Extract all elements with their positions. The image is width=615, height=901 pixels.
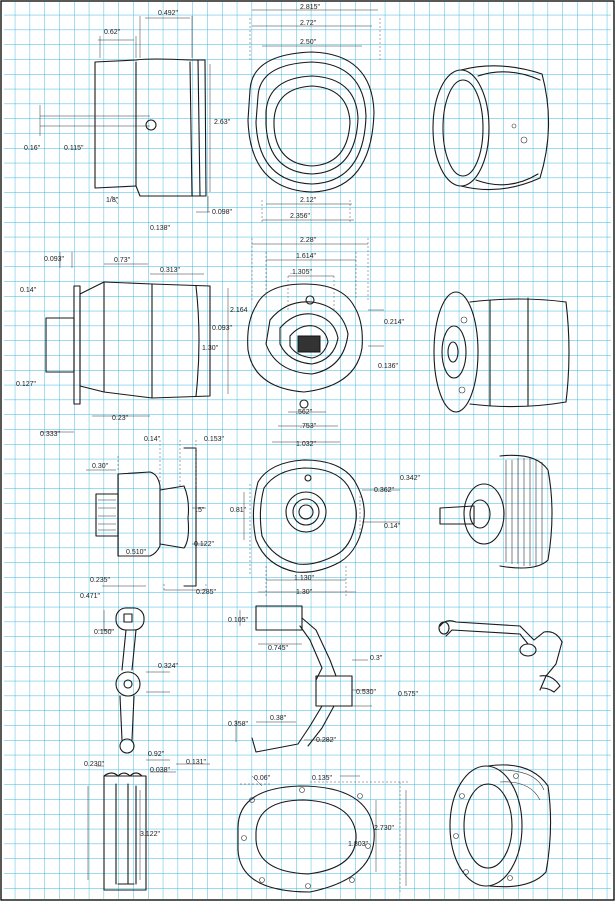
gear-dim-0: 0.14" (144, 436, 161, 443)
motor-dim-4: 1.30" (202, 345, 219, 352)
gear-perspective-view (439, 454, 553, 569)
motor-dim-14: 0.136" (378, 363, 399, 370)
motor-dim-8: 0.333" (40, 431, 61, 438)
gear-dim-9: 0.14" (384, 523, 401, 530)
gear-dim-1: 0.153" (204, 436, 225, 443)
cover-dim-2: 0.038" (150, 767, 171, 774)
crank-dim-6: 0.3" (370, 655, 383, 662)
crank-dim-10: 0.38" (270, 715, 287, 722)
housing-dim-2: 2.815" (300, 4, 321, 11)
cover-front-view (237, 775, 410, 893)
crank-dim-3: 0.324" (158, 663, 179, 670)
motor-dim-5: 0.093" (212, 325, 233, 332)
housing-dim-3: 2.72" (300, 20, 317, 27)
cover-dim-5: 0.06" (254, 775, 271, 782)
gear-dim-8: 0.81" (230, 507, 247, 514)
motor-dim-15: .562" (296, 409, 313, 416)
gear-dim-6: 0.342" (400, 475, 421, 482)
cover-dim-6: 0.135" (312, 775, 333, 782)
housing-dim-12: 2.356" (290, 213, 311, 220)
housing-perspective-view (432, 65, 550, 191)
motor-dim-7: 0.127" (16, 381, 37, 388)
crank-dim-9: 0.358" (228, 721, 249, 728)
gear-dim-10: 1.130" (294, 575, 315, 582)
gear-dim-3: .5" (196, 507, 205, 514)
motor-dim-16: .753" (300, 423, 317, 430)
gear-dim-5: 0.510" (126, 549, 147, 556)
link-side-view (235, 605, 372, 753)
crank-dim-2: 0.150" (94, 629, 115, 636)
motor-dim-6: 2.164 (230, 307, 248, 314)
crank-dim-4: 0.105" (228, 617, 249, 624)
housing-dim-10: 0.098" (212, 209, 233, 216)
housing-dim-9: 0.138" (150, 225, 171, 232)
cover-dim-0: 0.230" (84, 761, 105, 768)
housing-side-view (39, 16, 211, 213)
gear-side-view (86, 440, 207, 592)
crank-dim-5: 0.745" (268, 645, 289, 652)
cover-dim-7: 2.730" (374, 825, 395, 832)
gear-dim-11: 1.30" (296, 589, 313, 596)
motor-side-view (40, 252, 229, 433)
cover-dim-1: 0.92" (148, 751, 165, 758)
housing-dim-7: 0.115" (64, 145, 84, 152)
housing-dim-4: 2.50" (300, 39, 317, 46)
link-perspective-view (438, 620, 563, 693)
motor-dim-2: 0.313" (160, 267, 181, 274)
motor-dim-11: 1.614" (296, 253, 317, 260)
housing-dim-1: 0.492" (158, 10, 179, 17)
motor-dim-12: .1.305" (290, 269, 312, 276)
housing-dim-0: 0.62" (104, 29, 121, 36)
gear-dim-2: 0.30" (92, 463, 109, 470)
graph-paper-grid (4, 2, 611, 899)
crank-side-view (98, 585, 170, 754)
housing-dim-5: 2.63" (214, 119, 231, 126)
motor-dim-3: 0.14" (20, 287, 37, 294)
cover-side-view (87, 759, 210, 891)
motor-dim-9: 0.23" (112, 415, 129, 422)
crank-dim-1: 0.471" (80, 593, 101, 600)
cover-dim-4: 3.122" (140, 831, 161, 838)
housing-front-view (247, 9, 381, 224)
motor-dim-13: 0.214" (384, 319, 405, 326)
crank-dim-11: 0.282" (316, 737, 337, 744)
gear-dim-7: 0.362" (374, 487, 395, 494)
cover-dim-3: 0.131" (186, 759, 207, 766)
crank-dim-7: 0.530" (356, 689, 377, 696)
gear-dim-12: 0.285" (196, 589, 217, 596)
gear-dim-4: 0.122" (194, 541, 215, 548)
crank-dim-0: 0.235" (90, 577, 111, 584)
crank-dim-8: 0.575" (398, 691, 419, 698)
motor-front-view (247, 238, 384, 443)
cover-dim-8: 1.803" (348, 841, 369, 848)
motor-dim-1: 0.73" (114, 257, 131, 264)
housing-dim-11: 2.12" (300, 197, 317, 204)
housing-dim-8: 1/8" (106, 197, 119, 204)
motor-dim-17: 1.032" (296, 441, 317, 448)
cover-perspective-view (449, 764, 552, 888)
gear-front-view (243, 459, 400, 596)
motor-dim-10: 2.28" (300, 237, 317, 244)
motor-perspective-view (433, 291, 570, 413)
housing-dim-6: 0.16" (24, 145, 41, 152)
motor-dim-0: 0.093" (44, 256, 65, 263)
